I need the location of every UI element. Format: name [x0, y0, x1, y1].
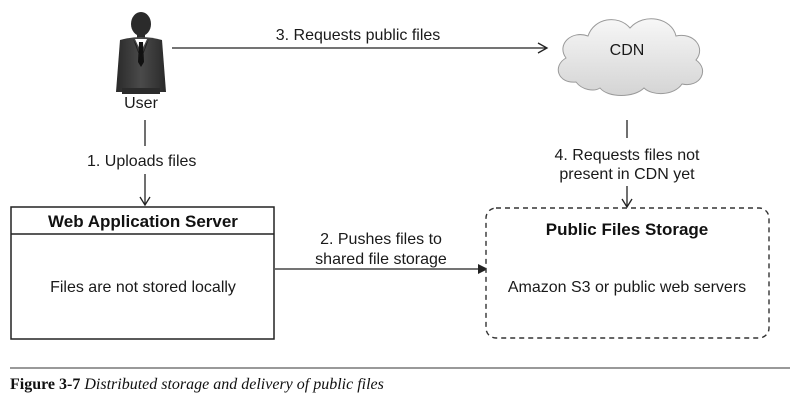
user-label: User — [124, 95, 158, 112]
requests-missing-label-line2: present in CDN yet — [559, 166, 695, 183]
uploads-arrow — [139, 120, 151, 207]
web-application-server-body: Files are not stored locally — [50, 279, 236, 296]
pushes-label-line2: shared file storage — [315, 251, 447, 268]
web-application-server-box — [10, 206, 275, 340]
public-files-storage-box — [485, 207, 770, 339]
cdn-cloud-icon — [557, 18, 703, 96]
public-files-storage-body: Amazon S3 or public web servers — [508, 279, 746, 296]
cdn-label: CDN — [610, 42, 645, 59]
figure-caption: Figure 3-7 Distributed storage and deliv… — [10, 376, 790, 394]
pushes-label-line1: 2. Pushes files to — [320, 231, 442, 248]
pushes-arrow — [275, 264, 488, 274]
figure-number: Figure 3-7 — [10, 376, 81, 393]
web-application-server-title: Web Application Server — [48, 212, 238, 231]
requests-missing-arrow — [621, 120, 633, 209]
public-files-storage-title: Public Files Storage — [546, 220, 709, 239]
requests-public-label: 3. Requests public files — [276, 27, 441, 44]
user-icon — [116, 12, 166, 94]
figure-caption-text: Distributed storage and delivery of publ… — [84, 376, 384, 393]
requests-public-arrow — [172, 42, 549, 54]
requests-missing-label-line1: 4. Requests files not — [555, 147, 701, 164]
uploads-label: 1. Uploads files — [87, 153, 196, 170]
